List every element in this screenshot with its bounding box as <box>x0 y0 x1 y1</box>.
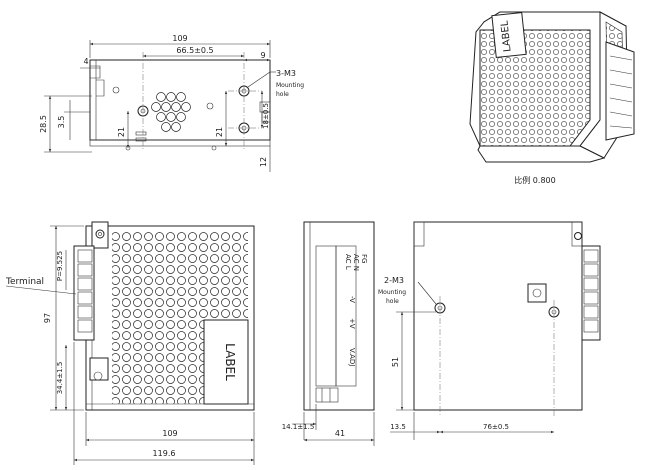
isometric-view: LABEL 比例 0.800 <box>469 11 635 185</box>
front-dim-height: 97 <box>43 313 52 323</box>
side-terminal-text-4: -V <box>348 296 356 303</box>
front-view: LABEL Terminal P=9.525 97 34.4±1.5 109 1… <box>5 221 255 466</box>
top-view: 109 66.5±0.5 4 9 28.5 3.5 21 21 18±0.5 1… <box>39 34 304 172</box>
side-terminal-text-5: +V <box>348 318 356 329</box>
front-dim-pitch: P=9.525 <box>56 251 64 281</box>
side-terminal-text-6: V.ADJ <box>348 348 356 366</box>
rear-mount-label-1: 2-M3 <box>384 276 404 285</box>
rear-mount-label-3: hole <box>386 298 399 305</box>
top-dim-left-offset: 4 <box>83 57 88 66</box>
rear-dim-height: 51 <box>391 357 400 367</box>
top-dim-hole-spacing: 66.5±0.5 <box>176 46 213 55</box>
front-terminal-block <box>73 245 95 341</box>
side-dim-width: 41 <box>335 429 345 438</box>
side-terminal-text-2: AC N <box>352 254 360 271</box>
top-dim-right-offset: 9 <box>260 51 265 60</box>
iso-scale-caption: 比例 0.800 <box>514 175 555 185</box>
rear-mount-label-2: Mounting <box>378 289 406 296</box>
front-dim-offset: 34.4±1.5 <box>56 362 64 395</box>
terminal-label: Terminal <box>5 277 44 287</box>
top-dim-height: 28.5 <box>39 115 48 133</box>
top-dim-small: 3.5 <box>57 116 66 129</box>
front-dim-inner-width: 109 <box>162 429 177 438</box>
side-terminal-text-3: FG <box>360 254 368 263</box>
top-mount-label-2: Mounting <box>276 82 304 89</box>
front-label: LABEL <box>223 343 237 381</box>
rear-dim-left: 13.5 <box>390 423 406 431</box>
rear-dim-spacing: 76±0.5 <box>483 423 509 431</box>
top-mount-label-1: 3-M3 <box>276 69 296 78</box>
top-dim-bottom: 12 <box>259 157 268 167</box>
side-terminal-text-1: AC L <box>344 254 352 270</box>
top-dim-width: 109 <box>172 34 187 43</box>
rear-view: 2-M3 Mounting hole 51 13.5 76±0.5 <box>378 221 601 440</box>
top-dim-v1: 21 <box>117 127 126 137</box>
top-dim-v2: 21 <box>215 127 224 137</box>
top-mount-label-3: hole <box>276 91 289 98</box>
side-dim-offset: 14.1±1.5 <box>282 423 315 431</box>
iso-terminal-block <box>605 41 635 141</box>
side-view: AC L AC N FG -V +V V.ADJ 14.1±1.5 41 <box>282 221 375 446</box>
top-dim-v3: 18±0.5 <box>262 103 270 129</box>
front-dim-total-width: 119.6 <box>153 449 176 458</box>
iso-label: LABEL <box>499 20 513 53</box>
rear-terminal-block <box>581 245 601 341</box>
